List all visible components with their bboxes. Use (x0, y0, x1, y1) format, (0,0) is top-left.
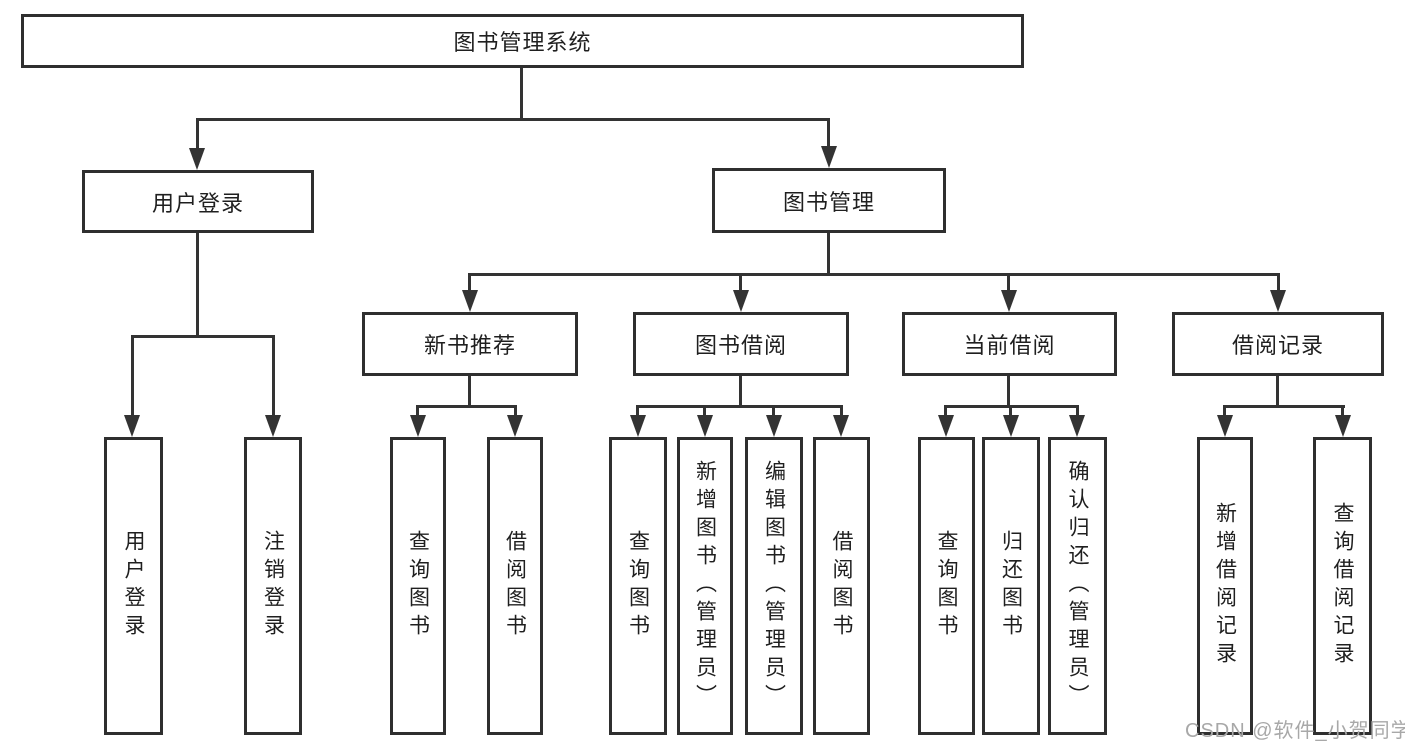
connector-line (1007, 376, 1010, 405)
connector-line (840, 405, 843, 417)
leaf-br-query-record: 查询借阅记录 (1313, 437, 1372, 735)
leaf-nb-query-book-label: 查询图书 (406, 530, 430, 642)
leaf-bb-edit-book-label: 编辑图书（管理员） (762, 460, 786, 712)
node-new-book-recommend-label: 新书推荐 (423, 333, 516, 358)
connector-line (514, 405, 517, 417)
connector-line (196, 118, 830, 121)
node-borrow-record: 借阅记录 (1172, 312, 1384, 376)
connector-line (1277, 273, 1280, 292)
connector-line (1007, 273, 1010, 292)
leaf-logout: 注销登录 (244, 437, 302, 735)
connector-line (468, 376, 471, 405)
leaf-bb-query-book-label: 查询图书 (626, 530, 650, 642)
leaf-cb-confirm-return-label: 确认归还（管理员） (1066, 460, 1089, 712)
leaf-nb-query-book: 查询图书 (390, 437, 446, 735)
leaf-bb-borrow-book: 借阅图书 (813, 437, 870, 735)
connector-line (636, 405, 843, 408)
node-book-management-label: 图书管理 (782, 189, 875, 215)
arrowhead-icon (462, 290, 478, 312)
connector-line (131, 335, 134, 417)
node-root-label: 图书管理系统 (453, 30, 592, 55)
arrowhead-icon (1335, 415, 1351, 437)
connector-line (1009, 405, 1012, 417)
arrowhead-icon (821, 146, 837, 168)
arrowhead-icon (124, 415, 140, 437)
arrowhead-icon (1001, 290, 1017, 312)
connector-line (703, 405, 706, 417)
connector-line (739, 273, 742, 292)
arrowhead-icon (265, 415, 281, 437)
connector-line (131, 335, 275, 338)
arrowhead-icon (1270, 290, 1286, 312)
arrowhead-icon (189, 148, 205, 170)
connector-line (196, 118, 199, 152)
node-book-borrow: 图书借阅 (633, 312, 849, 376)
connector-line (772, 405, 775, 417)
arrowhead-icon (410, 415, 426, 437)
leaf-logout-label: 注销登录 (261, 530, 285, 642)
connector-line (1223, 405, 1345, 408)
leaf-bb-add-book: 新增图书（管理员） (677, 437, 733, 735)
leaf-user-login-label: 用户登录 (122, 530, 145, 642)
leaf-bb-borrow-book-label: 借阅图书 (830, 530, 853, 642)
arrowhead-icon (1069, 415, 1085, 437)
connector-line (944, 405, 947, 417)
leaf-nb-borrow-book: 借阅图书 (487, 437, 543, 735)
connector-line (272, 335, 275, 417)
leaf-cb-query-book: 查询图书 (918, 437, 975, 735)
leaf-br-add-record-label: 新增借阅记录 (1213, 502, 1237, 670)
node-current-borrow: 当前借阅 (902, 312, 1117, 376)
connector-line (416, 405, 419, 417)
node-new-book-recommend: 新书推荐 (362, 312, 578, 376)
connector-line (827, 118, 830, 150)
leaf-bb-edit-book: 编辑图书（管理员） (745, 437, 803, 735)
arrowhead-icon (507, 415, 523, 437)
leaf-bb-add-book-label: 新增图书（管理员） (693, 460, 717, 712)
connector-line (416, 405, 517, 408)
leaf-bb-query-book: 查询图书 (609, 437, 667, 735)
node-user-login-label: 用户登录 (151, 190, 244, 216)
leaf-cb-return-book-label: 归还图书 (999, 530, 1023, 642)
connector-line (1276, 376, 1279, 405)
node-user-login: 用户登录 (82, 170, 314, 233)
connector-line (827, 233, 830, 273)
node-book-management: 图书管理 (712, 168, 946, 233)
node-current-borrow-label: 当前借阅 (963, 333, 1056, 358)
leaf-user-login: 用户登录 (104, 437, 163, 735)
connector-line (468, 273, 471, 292)
arrowhead-icon (938, 415, 954, 437)
leaf-cb-query-book-label: 查询图书 (935, 530, 958, 642)
connector-line (468, 273, 1280, 276)
leaf-nb-borrow-book-label: 借阅图书 (503, 530, 527, 642)
connector-line (196, 233, 199, 335)
connector-line (739, 376, 742, 405)
connector-line (520, 68, 523, 118)
leaf-br-query-record-label: 查询借阅记录 (1331, 502, 1354, 670)
leaf-cb-confirm-return: 确认归还（管理员） (1048, 437, 1107, 735)
connector-line (1223, 405, 1226, 417)
node-root: 图书管理系统 (21, 14, 1024, 68)
leaf-cb-return-book: 归还图书 (982, 437, 1040, 735)
node-book-borrow-label: 图书借阅 (694, 333, 787, 358)
connector-line (1076, 405, 1079, 417)
arrowhead-icon (733, 290, 749, 312)
arrowhead-icon (1003, 415, 1019, 437)
arrowhead-icon (697, 415, 713, 437)
node-borrow-record-label: 借阅记录 (1231, 333, 1324, 358)
arrowhead-icon (630, 415, 646, 437)
connector-line (1341, 405, 1344, 417)
csdn-watermark: CSDN @软件_小贺同学 (1185, 720, 1405, 742)
leaf-br-add-record: 新增借阅记录 (1197, 437, 1253, 735)
arrowhead-icon (833, 415, 849, 437)
arrowhead-icon (1217, 415, 1233, 437)
connector-line (636, 405, 639, 417)
arrowhead-icon (766, 415, 782, 437)
